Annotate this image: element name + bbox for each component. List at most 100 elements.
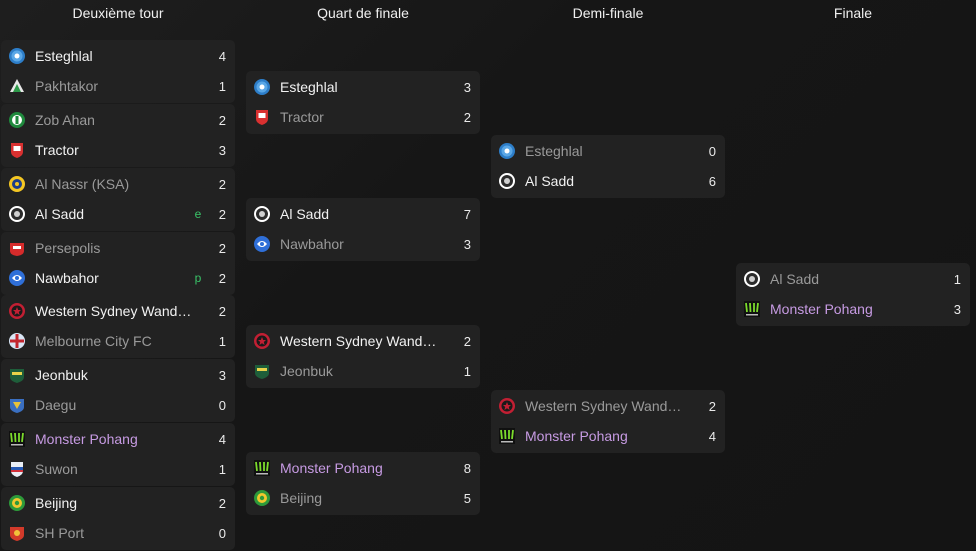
team-score: 5 — [463, 490, 471, 506]
team-name[interactable]: Western Sydney Wanderers — [35, 303, 193, 319]
team-logo-icon — [253, 489, 271, 507]
team-name[interactable]: Jeonbuk — [280, 363, 333, 379]
round-title-semi-final: Demi-finale — [572, 5, 644, 21]
team-name[interactable]: Esteghlal — [280, 79, 338, 95]
team-logo-icon — [253, 108, 271, 126]
team-row[interactable]: Monster Pohang 8 — [246, 453, 480, 483]
team-row[interactable]: Jeonbuk 1 — [246, 356, 480, 386]
team-logo-icon — [8, 494, 26, 512]
team-score: 8 — [463, 460, 471, 476]
team-score: 4 — [218, 48, 226, 64]
team-score: 0 — [708, 143, 716, 159]
team-score: 2 — [218, 270, 226, 286]
team-name[interactable]: Western Sydney Wanderers — [525, 398, 683, 414]
team-score: 2 — [708, 398, 716, 414]
team-row[interactable]: Jeonbuk 3 — [1, 360, 235, 390]
team-name[interactable]: Zob Ahan — [35, 112, 95, 128]
team-name[interactable]: Al Sadd — [35, 206, 85, 222]
team-logo-icon — [253, 205, 271, 223]
team-score: 1 — [463, 363, 471, 379]
team-row[interactable]: Esteghlal 0 — [491, 136, 725, 166]
team-name[interactable]: Esteghlal — [35, 48, 93, 64]
team-logo-icon — [498, 427, 516, 445]
team-name[interactable]: Jeonbuk — [35, 367, 88, 383]
team-logo-icon — [8, 302, 26, 320]
team-name[interactable]: Tractor — [280, 109, 324, 125]
team-name[interactable]: Beijing — [280, 490, 323, 506]
team-name[interactable]: Melbourne City FC — [35, 333, 152, 349]
team-name[interactable]: Tractor — [35, 142, 79, 158]
team-name[interactable]: Beijing — [35, 495, 78, 511]
team-name[interactable]: Pakhtakor — [35, 78, 99, 94]
team-score: 3 — [218, 367, 226, 383]
team-logo-icon — [253, 78, 271, 96]
team-name[interactable]: Al Sadd — [770, 271, 820, 287]
team-logo-icon — [498, 142, 516, 160]
team-name[interactable]: Al Nassr (KSA) — [35, 176, 130, 192]
team-logo-icon — [8, 77, 26, 95]
team-name[interactable]: Persepolis — [35, 240, 101, 256]
round-title-second-round: Deuxième tour — [72, 5, 164, 21]
team-row[interactable]: Al Nassr (KSA) 2 — [1, 169, 235, 199]
team-row[interactable]: Beijing 5 — [246, 483, 480, 513]
team-name[interactable]: Monster Pohang — [525, 428, 628, 444]
team-name[interactable]: Suwon — [35, 461, 78, 477]
team-name[interactable]: Monster Pohang — [35, 431, 138, 447]
team-row[interactable]: Zob Ahan 2 — [1, 105, 235, 135]
team-name[interactable]: Monster Pohang — [280, 460, 383, 476]
team-name[interactable]: Daegu — [35, 397, 77, 413]
team-name[interactable]: Esteghlal — [525, 143, 583, 159]
team-name[interactable]: Western Sydney Wanderers — [280, 333, 438, 349]
team-logo-icon — [253, 332, 271, 350]
team-row[interactable]: Esteghlal 4 — [1, 41, 235, 71]
team-name[interactable]: Monster Pohang — [770, 301, 873, 317]
team-name[interactable]: Nawbahor — [35, 270, 99, 286]
team-score: 2 — [218, 176, 226, 192]
team-name[interactable]: SH Port — [35, 525, 85, 541]
team-name[interactable]: Al Sadd — [525, 173, 575, 189]
team-logo-icon — [8, 47, 26, 65]
team-logo-icon — [8, 205, 26, 223]
team-name[interactable]: Nawbahor — [280, 236, 344, 252]
team-logo-icon — [8, 396, 26, 414]
team-name[interactable]: Al Sadd — [280, 206, 330, 222]
team-row[interactable]: Western Sydney Wanderers 2 — [491, 391, 725, 421]
team-score: 2 — [218, 112, 226, 128]
